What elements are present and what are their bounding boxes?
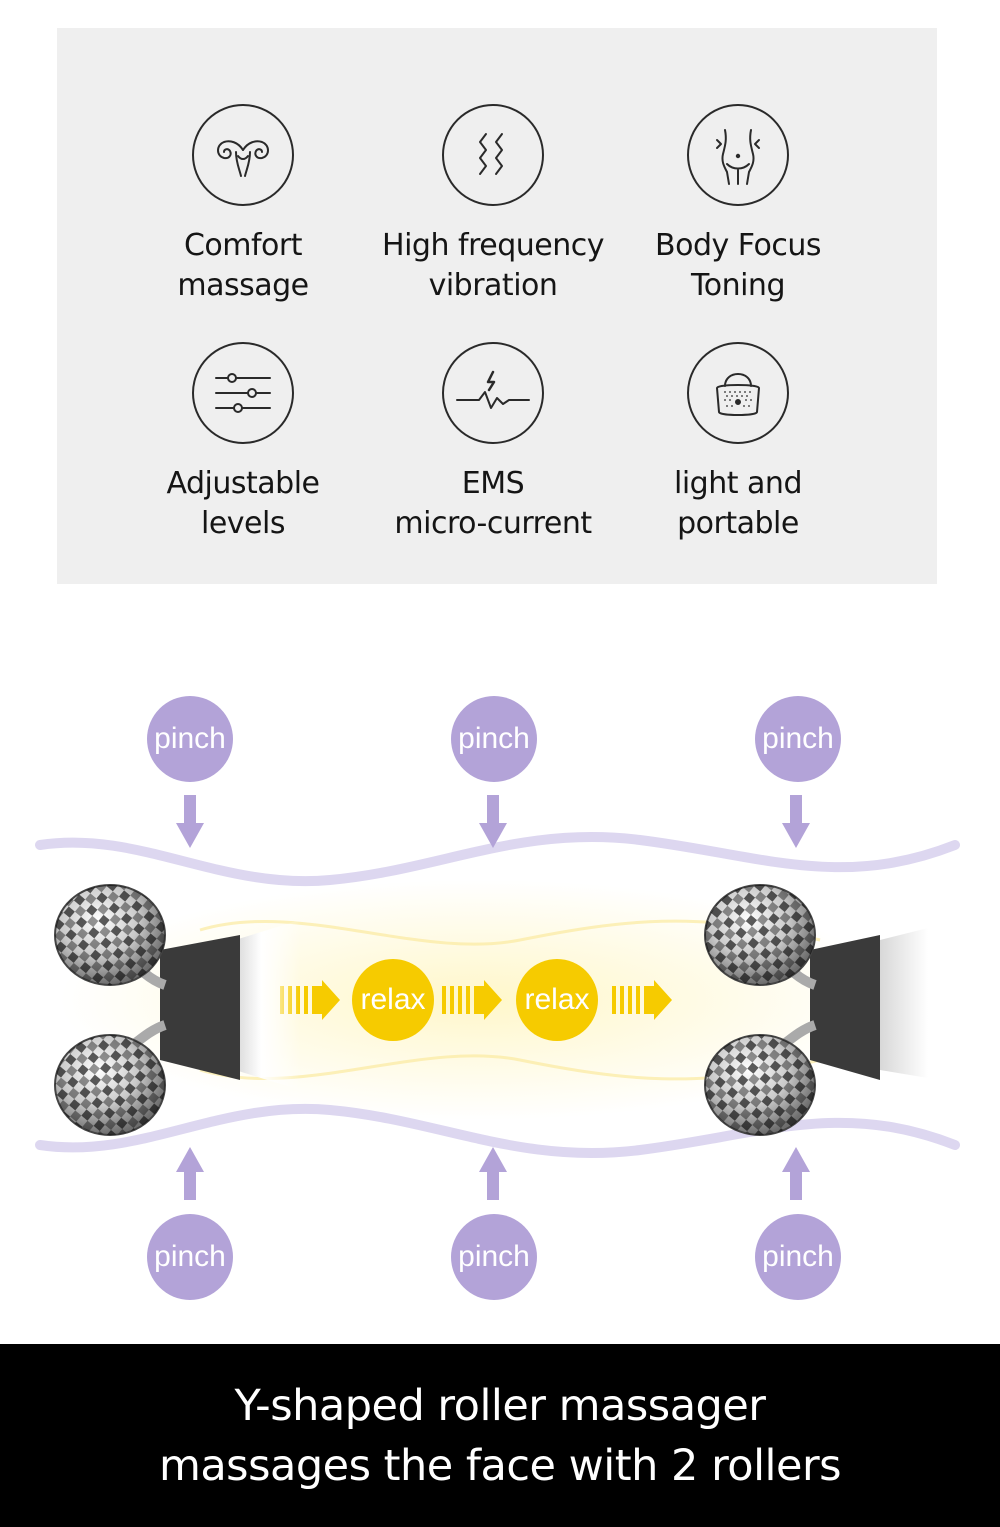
feature-adjustable-levels: Adjustable levels <box>113 342 373 544</box>
relax-bubble-right: relax <box>516 959 598 1041</box>
pinch-bubble-bottom-right: pinch <box>755 1214 841 1300</box>
feature-label-line1: Comfort <box>183 228 303 263</box>
up-arrows <box>176 1147 810 1200</box>
down-arrow-icon <box>782 795 810 848</box>
up-arrow-icon <box>782 1147 810 1200</box>
feature-label-line2: portable <box>677 506 799 541</box>
body-waist-icon <box>687 104 789 206</box>
pinch-bubble-top-center: pinch <box>451 696 537 782</box>
roller-ball-icon <box>54 884 166 986</box>
feature-label-line2: massage <box>177 268 309 303</box>
pinch-bubble-top-right: pinch <box>755 696 841 782</box>
pinch-bubble-bottom-left: pinch <box>147 1214 233 1300</box>
feature-body-focus-toning: Body Focus Toning <box>608 104 868 306</box>
feature-ems-micro-current: EMS micro-current <box>363 342 623 544</box>
handle-body <box>880 910 1000 1090</box>
diagram-artwork <box>35 795 1000 1200</box>
feature-label-line1: High frequency <box>382 228 604 263</box>
feature-label-line2: micro-current <box>394 506 592 541</box>
pinch-bubble-top-left: pinch <box>147 696 233 782</box>
roller-ball-icon <box>704 1034 816 1136</box>
lower-wave-line <box>35 1103 960 1158</box>
roller-ball-icon <box>54 1034 166 1136</box>
handle-neck <box>160 935 240 1080</box>
handle-neck <box>810 935 880 1080</box>
uterus-icon <box>192 104 294 206</box>
feature-label-line1: EMS <box>461 466 525 501</box>
feature-panel: Comfort massage High frequency vibration <box>57 28 937 584</box>
pulse-bolt-icon <box>442 342 544 444</box>
feature-label-line2: Toning <box>691 268 786 303</box>
feature-label-line1: Adjustable <box>166 466 321 501</box>
striped-arrow-icon <box>442 980 502 1020</box>
feature-comfort-massage: Comfort massage <box>113 104 373 306</box>
left-roller-device <box>54 884 300 1136</box>
up-arrow-icon <box>176 1147 204 1200</box>
vibration-icon <box>442 104 544 206</box>
down-arrow-icon <box>479 795 507 848</box>
caption-line-2: massages the face with 2 rollers <box>158 1440 842 1491</box>
feature-label-line2: vibration <box>428 268 558 303</box>
roller-ball-icon <box>704 884 816 986</box>
right-roller-device <box>704 884 1000 1136</box>
up-arrow-icon <box>479 1147 507 1200</box>
sliders-icon <box>192 342 294 444</box>
feature-label-line1: Body Focus <box>655 228 821 263</box>
feature-light-and-portable: light and portable <box>608 342 868 544</box>
feature-label-line2: levels <box>201 506 285 541</box>
upper-wave-line <box>35 832 960 887</box>
feature-label-line1: light and <box>674 466 802 501</box>
pinch-bubble-bottom-center: pinch <box>451 1214 537 1300</box>
feature-high-frequency-vibration: High frequency vibration <box>363 104 623 306</box>
caption-bar: Y-shaped roller massager massages the fa… <box>0 1344 1000 1527</box>
relax-bubble-left: relax <box>352 959 434 1041</box>
handle-body <box>235 920 300 1090</box>
down-arrow-icon <box>176 795 204 848</box>
down-arrows <box>176 795 810 848</box>
roller-pinch-relax-diagram: pinch pinch pinch relax relax pinch pinc… <box>0 640 1000 1340</box>
handbag-icon <box>687 342 789 444</box>
caption-line-1: Y-shaped roller massager <box>234 1380 766 1431</box>
striped-arrow-icon <box>612 980 672 1020</box>
